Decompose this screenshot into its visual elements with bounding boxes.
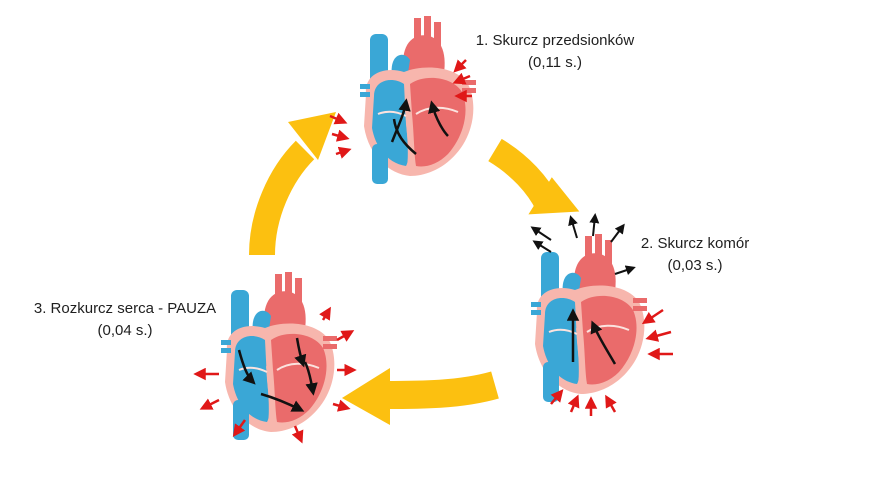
phase-3-title: 3. Rozkurcz serca - PAUZA bbox=[0, 298, 250, 320]
phase-2-duration: (0,03 s.) bbox=[667, 257, 723, 274]
phase-label-atrial-contraction: 1. Skurcz przedsionków (0,11 s.) bbox=[450, 30, 660, 74]
phase-3-number: 3. bbox=[33, 300, 47, 317]
phase-2-number: 2. bbox=[640, 235, 654, 252]
phase-1-number: 1. bbox=[475, 32, 489, 49]
phase-2-name: Skurcz komór bbox=[657, 235, 750, 252]
heart-ventricular-contraction bbox=[531, 213, 673, 416]
phase-1-title: 1. Skurcz przedsionków bbox=[450, 30, 660, 52]
phase-3-duration: (0,04 s.) bbox=[97, 322, 153, 339]
phase-3-name: Rozkurcz serca - PAUZA bbox=[50, 300, 217, 317]
phase-label-ventricular-contraction: 2. Skurcz komór (0,03 s.) bbox=[610, 233, 780, 277]
heart-diastole-pause bbox=[193, 272, 357, 444]
phase-1-name: Skurcz przedsionków bbox=[492, 32, 635, 49]
phase-1-duration: (0,11 s.) bbox=[528, 54, 582, 71]
heart-atrial-contraction bbox=[329, 16, 476, 184]
cycle-arrow-1-to-2 bbox=[488, 138, 580, 215]
phase-label-diastole-pause: 3. Rozkurcz serca - PAUZA (0,04 s.) bbox=[0, 298, 250, 342]
phase-2-title: 2. Skurcz komór bbox=[610, 233, 780, 255]
cycle-arrow-2-to-3 bbox=[342, 368, 499, 425]
cycle-arrow-3-to-1 bbox=[249, 112, 336, 256]
